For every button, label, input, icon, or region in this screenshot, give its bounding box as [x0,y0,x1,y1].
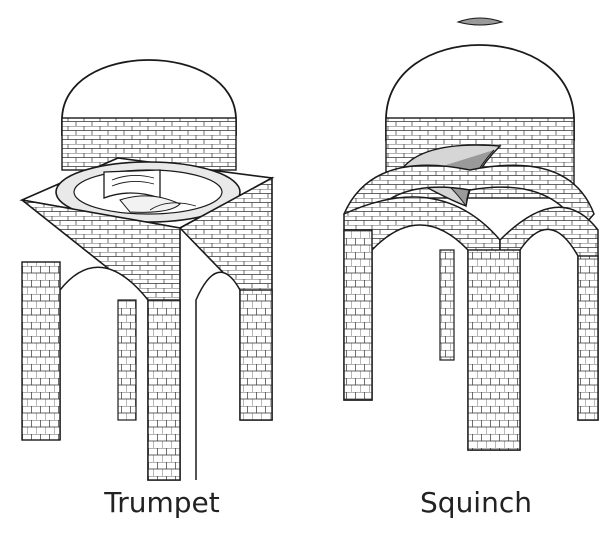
squinch-leg-front [467,249,521,451]
squinch-leg-left [343,229,373,401]
squinch-dome-cap [456,17,504,26]
trumpet-leg-left [21,261,61,441]
squinch-caption: Squinch [420,486,532,519]
trumpet-back-leg [117,299,137,421]
trumpet-leg-front [147,299,181,481]
trumpet-caption: Trumpet [104,486,220,519]
trumpet-leg-right [239,289,273,421]
trumpet-side-arch [195,271,241,480]
trumpet-structure [19,59,275,481]
squinch-structure [343,17,599,451]
squinch-back-leg [439,249,455,361]
squinch-leg-right [577,255,599,421]
squinch-arch-ring [343,164,595,232]
